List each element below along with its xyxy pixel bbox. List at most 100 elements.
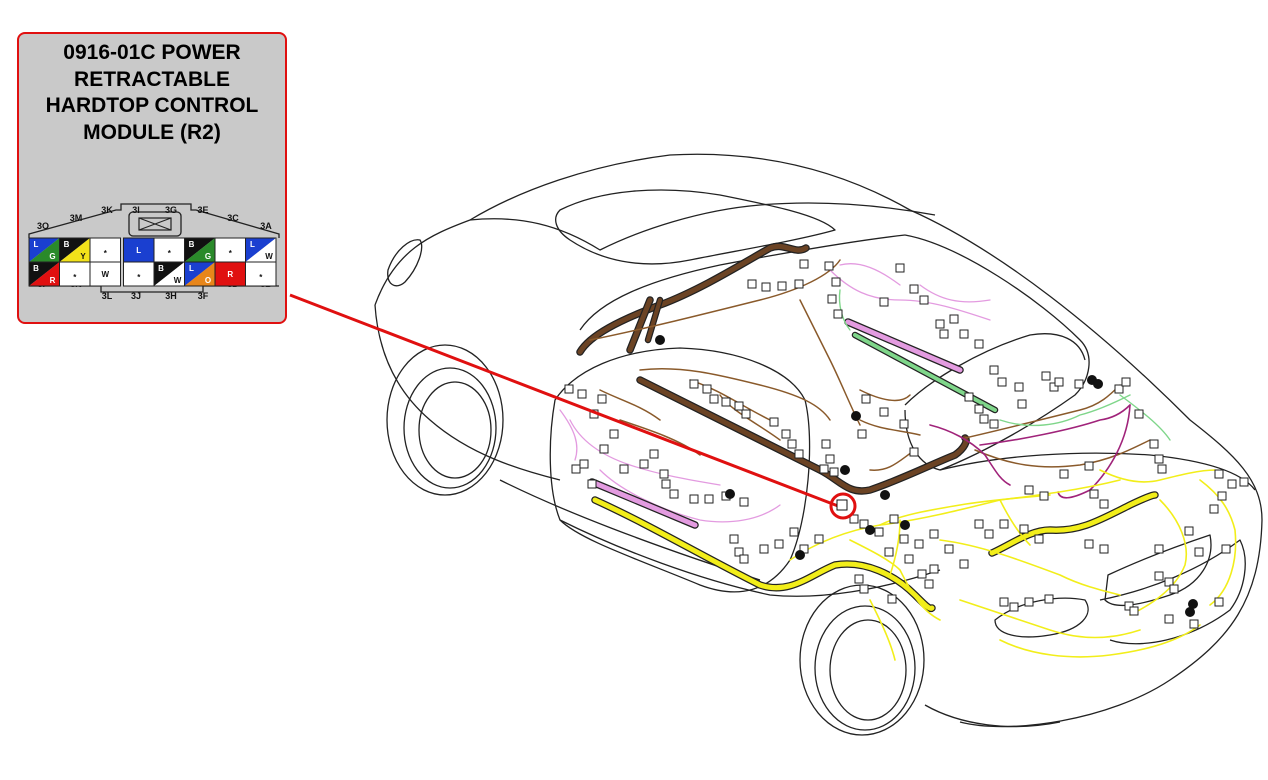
connector-face: 3O3M3K3I3G3E3C3A3P3N3L3J3H3F3D3BLGBY*L*B…	[28, 203, 280, 301]
wire-connector	[1024, 597, 1034, 607]
wire-connector	[929, 564, 939, 574]
pin-code: *	[259, 273, 263, 282]
pin-cell-3d: R	[214, 261, 246, 287]
connector-latch-inner	[138, 217, 172, 231]
wire-connector	[974, 404, 984, 414]
wire-connector	[1019, 524, 1029, 534]
pin-label-3i: 3I	[132, 205, 140, 215]
wire-connector	[1084, 461, 1094, 471]
hood-outline	[939, 452, 1256, 491]
brown-thin-wire	[589, 259, 841, 341]
wire-connector	[825, 454, 835, 464]
yellow-harness-sill	[592, 497, 935, 611]
wire-connector	[935, 319, 945, 329]
wire-connector	[1221, 544, 1231, 554]
wire-connector	[999, 597, 1009, 607]
wire-connector	[1074, 379, 1084, 389]
wire-connector	[814, 534, 824, 544]
pink-harness-roof	[845, 319, 963, 373]
yellow-wire	[1129, 499, 1187, 616]
yellow-wire	[849, 539, 941, 621]
wire-connector	[909, 284, 919, 294]
wire-connector	[959, 329, 969, 339]
wire-connector	[889, 514, 899, 524]
wire-connector	[789, 527, 799, 537]
grommet	[725, 489, 735, 499]
pin-cell-3b: *	[245, 261, 277, 287]
wire-connector	[1099, 544, 1109, 554]
grommet	[851, 411, 861, 421]
wire-connector	[827, 294, 837, 304]
pin-cell-3c: *	[214, 237, 246, 263]
grommet	[1185, 607, 1195, 617]
yellow-harness-engine	[989, 492, 1158, 556]
title-line: HARDTOP CONTROL	[45, 94, 259, 117]
pin-code: Y	[80, 252, 86, 261]
wire-connector	[1014, 382, 1024, 392]
wire-connector	[1017, 399, 1027, 409]
brown-branch-harness	[627, 297, 653, 353]
pin-label-3e: 3E	[197, 205, 208, 215]
green-wire-2	[1119, 394, 1171, 441]
module-title: 0916-01C POWER RETRACTABLE HARDTOP CONTR…	[19, 40, 285, 146]
body-silhouette	[374, 153, 1263, 728]
grommet	[1188, 599, 1198, 609]
wire-connector	[649, 449, 659, 459]
wire-connector	[887, 594, 897, 604]
pin-code: B	[189, 240, 195, 249]
grommet	[865, 525, 875, 535]
pin-cell-3m: BY	[59, 237, 91, 263]
wire-connector	[944, 544, 954, 554]
wire-connector	[1164, 614, 1174, 624]
wire-connector	[609, 429, 619, 439]
wire-connector	[1121, 377, 1131, 387]
wire-connector	[1059, 469, 1069, 479]
wire-connector	[1009, 602, 1019, 612]
wire-connector	[1209, 504, 1219, 514]
wire-connector	[1099, 499, 1109, 509]
wiring-harness	[559, 242, 1237, 661]
yellow-wire	[869, 599, 896, 661]
connector-latch	[128, 211, 182, 237]
wire-connector	[774, 539, 784, 549]
yellow-harness-sill-outline	[591, 496, 936, 613]
yellow-wire	[939, 539, 1121, 596]
pin-code: B	[33, 264, 39, 273]
wire-connector	[909, 447, 919, 457]
pin-code: W	[265, 252, 273, 261]
title-line: RETRACTABLE	[74, 67, 230, 91]
wire-connector	[1041, 371, 1051, 381]
pin-code: R	[50, 276, 56, 285]
wire-connector	[659, 469, 669, 479]
wire-connector	[777, 281, 787, 291]
wire-connector	[874, 527, 884, 537]
car-body-outline	[374, 153, 1263, 736]
connector-housing-top	[28, 203, 280, 238]
wire-connector	[747, 279, 757, 289]
wire-connector	[849, 514, 859, 524]
magenta-wire-2	[1057, 404, 1131, 499]
wire-connector	[1164, 577, 1174, 587]
brown-floor-harness	[637, 377, 969, 494]
wire-connector	[895, 263, 905, 273]
title-line: 0916-01C POWER	[63, 41, 241, 64]
pin-code: G	[205, 252, 211, 261]
wire-connector	[761, 282, 771, 292]
grommet	[795, 550, 805, 560]
wire-connector	[1134, 409, 1144, 419]
grommet	[655, 335, 665, 345]
wire-connector	[857, 429, 867, 439]
wire-connector	[879, 407, 889, 417]
wire-connector	[904, 554, 914, 564]
wire-connector	[1054, 377, 1064, 387]
wire-connector	[829, 467, 839, 477]
wire-connector	[1239, 477, 1249, 487]
pin-label-3a: 3A	[260, 221, 272, 231]
wire-connector	[833, 309, 843, 319]
wire-connector	[1217, 491, 1227, 501]
windshield-frame	[904, 234, 1090, 471]
wire-connector	[577, 389, 587, 399]
brown-thin-wire	[859, 419, 921, 436]
pink-wire	[829, 269, 991, 321]
brown-main-harness	[577, 243, 809, 355]
